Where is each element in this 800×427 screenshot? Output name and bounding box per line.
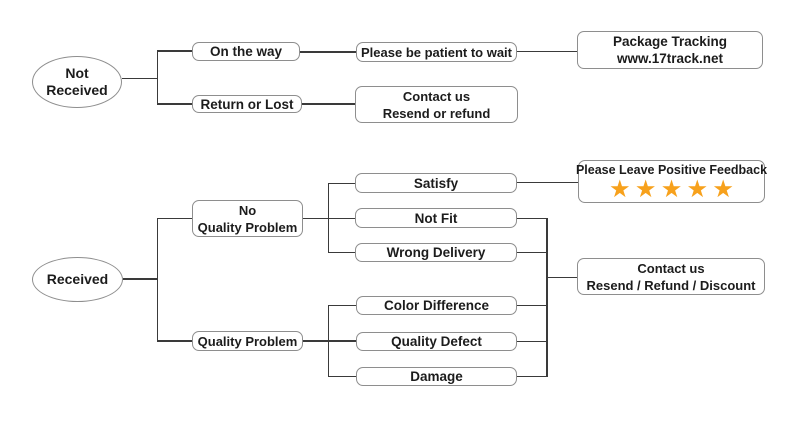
node-label: Not Fit [414,210,458,226]
node-label: Quality Defect [391,334,482,349]
node-label: Contact us [637,260,705,276]
edge-ontheway-patient [300,51,356,53]
node-satisfy: Satisfy [355,173,517,193]
node-label: No [238,202,257,218]
node-label: Package Tracking [612,34,728,49]
edge-satisfy-feedback [517,181,578,183]
node-not-received: Not Received [32,56,122,108]
node-label: Wrong Delivery [386,245,486,260]
star-icon: ★ [610,178,630,201]
edge-notfit-collector [517,217,547,219]
node-label: Quality Problem [197,333,298,349]
node-quality-defect: Quality Defect [356,332,517,351]
node-label: On the way [209,44,282,59]
edge-to-quality [156,340,193,342]
star-icon: ★ [662,178,681,201]
node-contact-resend-refund-discount: Contact us Resend / Refund / Discount [577,258,765,295]
edge-received-branch [156,217,158,342]
node-return-or-lost: Return or Lost [192,95,302,113]
node-label: Resend / Refund / Discount [586,277,756,293]
node-label: Quality Problem [197,219,298,235]
edge-patient-tracking [517,50,577,52]
node-label: Please be patient to wait [361,44,512,60]
edge-notreceived-branch [156,50,158,104]
node-positive-feedback: Please Leave Positive Feedback ★ ★ ★ ★ ★ [575,160,768,203]
edge-returnlost-contact [302,103,355,105]
star-icon: ★ [687,178,707,201]
edge-damage-collector [517,375,547,377]
node-contact-resend-refund: Contact us Resend or refund [355,86,518,123]
edge-to-return-or-lost [156,103,193,105]
edge-colordiff-collector [517,304,547,306]
feedback-label: Please Leave Positive Feedback [575,163,768,177]
node-no-quality-problem: No Quality Problem [192,200,303,237]
node-label: Damage [410,369,463,384]
node-not-fit: Not Fit [355,208,517,228]
node-on-the-way: On the way [192,42,300,61]
edge-wrongdelivery-collector [517,251,547,253]
node-damage: Damage [356,367,517,386]
node-package-tracking: Package Tracking www.17track.net [577,31,763,69]
node-label: Received [46,82,108,98]
edge-received-trunk [123,278,157,280]
node-label: Color Difference [383,298,490,313]
node-label: Satisfy [413,175,459,191]
edge-to-no-quality [156,217,193,219]
edge-collector-contact [546,276,577,278]
edge-to-on-the-way [156,50,193,52]
edge-to-damage [327,375,357,377]
node-label: Received [46,271,109,287]
node-label: Return or Lost [200,96,294,112]
node-wrong-delivery: Wrong Delivery [355,243,517,262]
star-rating: ★ ★ ★ ★ ★ [610,179,732,201]
node-label: Resend or refund [382,105,491,121]
edge-to-satisfy [327,182,356,184]
edge-qualitydefect-collector [517,340,547,342]
edge-to-not-fit [327,217,356,219]
node-label: Not [65,65,89,81]
node-quality-problem: Quality Problem [192,331,303,351]
node-received: Received [32,257,123,302]
tracking-url: www.17track.net [616,51,724,66]
edge-to-quality-defect [327,340,357,342]
edge-noquality-out [303,217,328,219]
edge-to-color-difference [327,304,357,306]
node-color-difference: Color Difference [356,296,517,315]
edge-quality-out [303,340,328,342]
node-be-patient: Please be patient to wait [356,42,517,62]
edge-to-wrong-delivery [327,251,356,253]
edge-notreceived-trunk [122,77,157,79]
star-icon: ★ [636,178,656,201]
star-icon: ★ [713,178,733,201]
edge-collector [546,217,548,377]
node-label: Contact us [402,88,471,104]
